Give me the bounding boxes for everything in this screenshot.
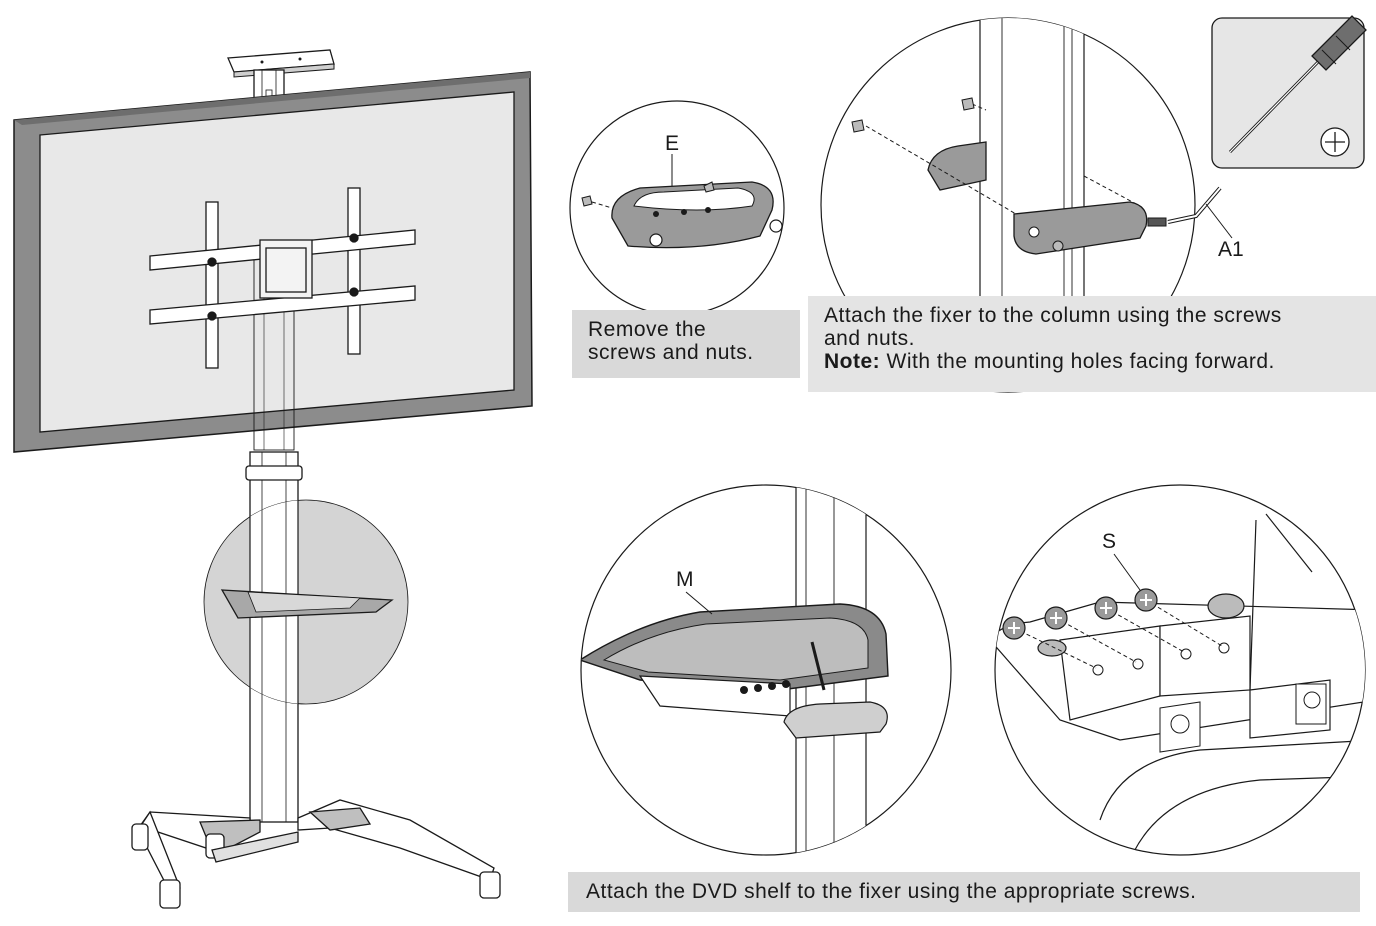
fixer-label-e: E (665, 132, 679, 155)
rolling-base (131, 799, 501, 909)
caption-attach-shelf-text: Attach the DVD shelf to the fixer using … (586, 880, 1197, 903)
caption-attach-line2: and nuts. (824, 327, 915, 350)
phillips-head-symbol-icon (1320, 127, 1350, 157)
screws-label-s: S (1102, 530, 1116, 553)
caption-attach-fixer: Attach the fixer to the column using the… (808, 296, 1376, 392)
screws-s (1002, 588, 1158, 640)
allen-key-icon (1167, 186, 1222, 224)
note-label: Note: (824, 350, 881, 373)
vesa-mount-bracket (149, 187, 416, 369)
fixer-removal-detail: E (569, 100, 785, 316)
caption-remove-line1: Remove the (588, 318, 707, 341)
caption-attach-line1: Attach the fixer to the column using the… (824, 304, 1282, 327)
shelf-mounting-detail: M (580, 484, 952, 856)
caption-attach-note: Note: With the mounting holes facing for… (824, 350, 1376, 373)
screw-closeup-detail: S (994, 484, 1366, 856)
note-text: With the mounting holes facing forward. (880, 350, 1275, 373)
caption-remove-line2: screws and nuts. (588, 341, 754, 364)
phillips-screwdriver-icon (1228, 15, 1367, 154)
tv-stand-illustration (13, 49, 533, 909)
shelf-location-highlight (203, 499, 409, 705)
caption-remove-screws: Remove the screws and nuts. (572, 310, 800, 378)
caption-attach-shelf: Attach the DVD shelf to the fixer using … (568, 872, 1360, 912)
tool-required-box (1211, 15, 1367, 169)
allen-key-label-a1: A1 (1218, 238, 1244, 261)
shelf-label-m: M (676, 568, 694, 591)
